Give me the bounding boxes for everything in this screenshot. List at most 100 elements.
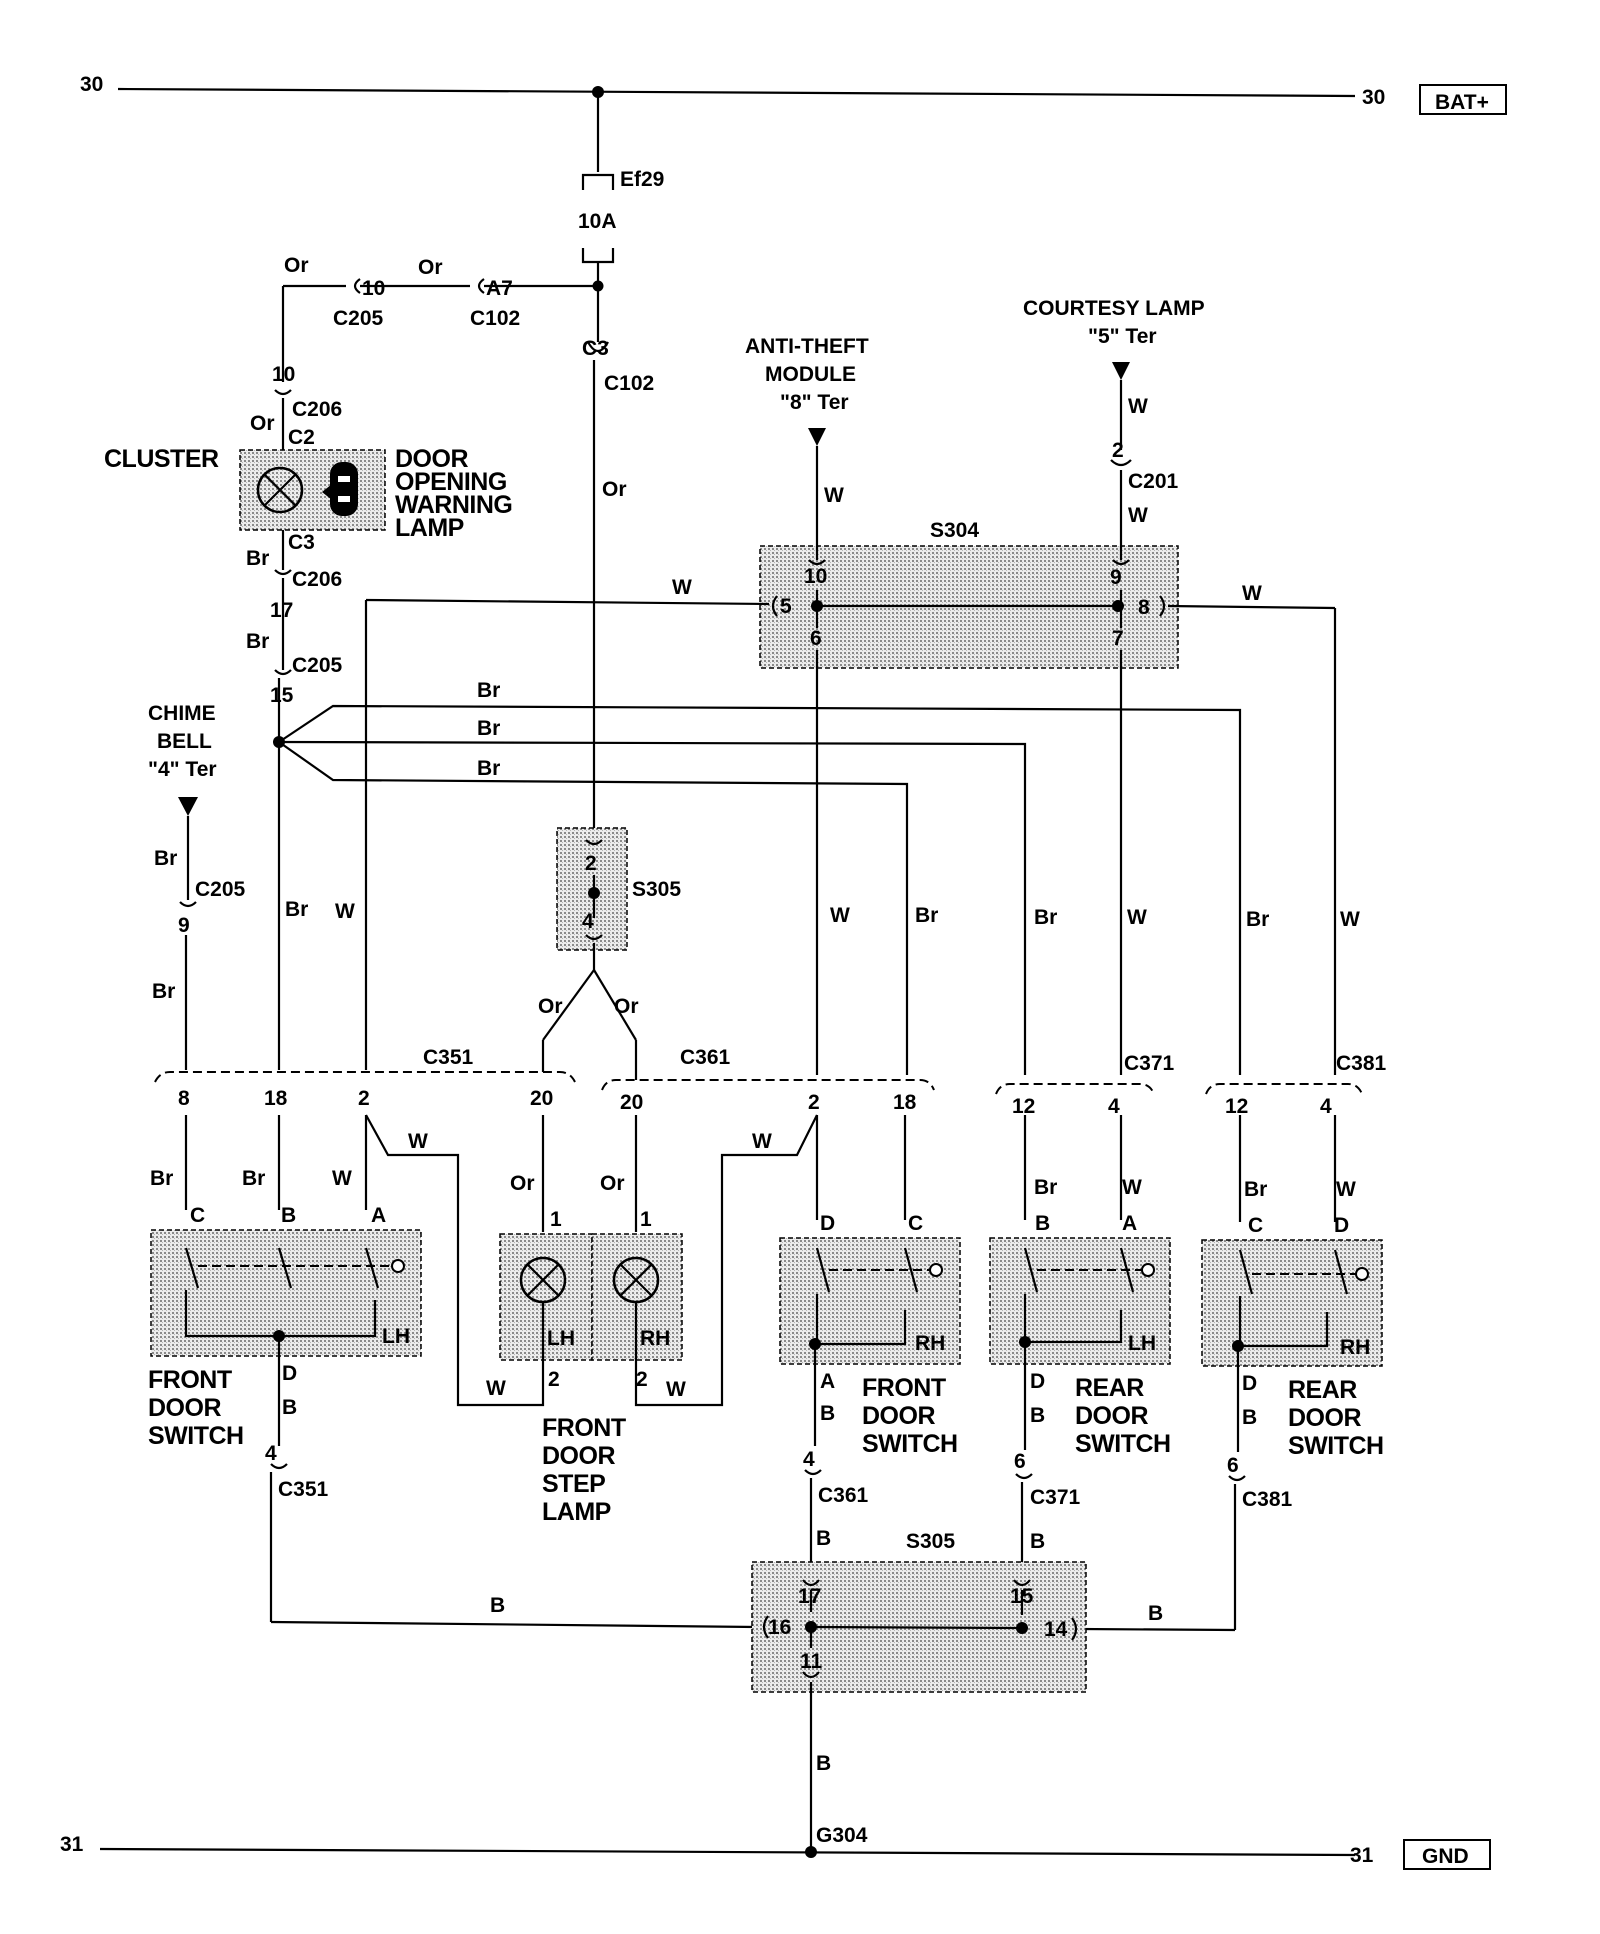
br-label-chime2: Br — [152, 980, 175, 1003]
fdslh-line2: DOOR — [148, 1394, 221, 1422]
c351-pin-18: 18 — [264, 1087, 288, 1110]
b-label-bottom-left: B — [490, 1594, 505, 1617]
c351-b-pin: 4 — [265, 1442, 277, 1465]
br-label-rdslh: Br — [1034, 1176, 1057, 1199]
rdsrh-line1: REAR — [1288, 1376, 1357, 1404]
c102-b-label: C102 — [604, 372, 654, 395]
fuse-rating: 10A — [578, 210, 617, 233]
s305l-p11: 11 — [800, 1650, 823, 1673]
warning-lamp-line3: WARNING — [395, 491, 512, 519]
w-label-fdslh3: W — [332, 1167, 352, 1190]
chime-line2: BELL — [157, 730, 212, 753]
c371-b-pin: 6 — [1014, 1450, 1026, 1473]
w-label-ct1: W — [1128, 395, 1148, 418]
b-label-bottom-right: B — [1148, 1602, 1163, 1625]
c206-pin10: 10 — [272, 363, 295, 386]
c361-b-label: C361 — [818, 1484, 869, 1507]
br-label-fdslh1: Br — [150, 1167, 173, 1190]
anti-theft-line1: ANTI-THEFT — [745, 335, 869, 358]
front-door-switch-lh: W W Br Br W C B A LH D B FRONT DOOR SWIT… — [148, 1114, 757, 1629]
ground-label: G304 — [816, 1824, 868, 1847]
s305-lower-splice: S305 17 15 16 14 11 B G304 — [751, 1530, 1087, 1858]
c201-pin2: 2 — [1112, 439, 1124, 462]
cluster-label: CLUSTER — [104, 445, 219, 473]
chime-arrow-icon — [178, 797, 198, 816]
c361-pin-20: 20 — [620, 1091, 643, 1114]
rdslh-line1: REAR — [1075, 1374, 1144, 1402]
bat-rail-number-right: 30 — [1362, 86, 1385, 109]
s305u-p2: 2 — [585, 852, 597, 875]
c351-pin-2: 2 — [358, 1087, 370, 1110]
s304-p5: 5 — [780, 595, 792, 618]
br-label-rds-rh: Br — [1246, 908, 1269, 931]
s304-splice: S304 ANTI-THEFT MODULE "8" Ter W 10 5 6 … — [364, 297, 1337, 1075]
c361-b-pin: 4 — [803, 1448, 815, 1471]
s304-p10: 10 — [804, 565, 827, 588]
rdslh-term-b: B — [1035, 1212, 1050, 1235]
w-label-top: W — [672, 576, 692, 599]
rdsrh-line3: SWITCH — [1288, 1432, 1384, 1460]
rdsrh-term-d2: D — [1242, 1372, 1257, 1395]
lamp-l-pin2: 2 — [548, 1368, 560, 1391]
step-lamp-lh: LH — [547, 1327, 575, 1350]
or-label-4: Or — [602, 478, 627, 501]
c206-a-label: C206 — [292, 398, 342, 421]
c371-b-label: C371 — [1030, 1486, 1081, 1509]
a7-label: A7 — [486, 277, 513, 300]
s305-upper-dot — [588, 887, 600, 899]
door-open-icon — [330, 462, 358, 516]
fuse-name: Ef29 — [620, 168, 664, 191]
w-label-fds-lh1: W — [408, 1130, 428, 1153]
w-label-at: W — [824, 484, 844, 507]
fdslh-term-b2: B — [282, 1396, 297, 1419]
w-label-rds-rh: W — [1340, 908, 1360, 931]
c3-cluster-label: C3 — [288, 531, 315, 554]
c361-pin-2: 2 — [808, 1091, 820, 1114]
w-label-lamp-r: W — [666, 1378, 686, 1401]
c205-b-label: C205 — [292, 654, 343, 677]
connector-c361: C361 20 2 18 — [601, 1046, 935, 1114]
fdsrh-line3: SWITCH — [862, 1430, 958, 1458]
warning-lamp-line2: OPENING — [395, 468, 507, 496]
courtesy-line2: "5" Ter — [1088, 325, 1157, 348]
br-label-rdsrh: Br — [1244, 1178, 1267, 1201]
c3-label: C3 — [582, 337, 609, 360]
chime-line1: CHIME — [148, 702, 216, 725]
c201-label: C201 — [1128, 470, 1179, 493]
connector-c351: C351 8 18 2 20 — [154, 1046, 576, 1110]
c205-pin9: 9 — [178, 914, 190, 937]
lamp-r-pin1: 1 — [640, 1208, 652, 1231]
fdslh-term-a: A — [371, 1204, 386, 1227]
fdslh-term-b: B — [281, 1204, 296, 1227]
step-lamp-line4: LAMP — [542, 1498, 611, 1526]
w-label-ct2: W — [1128, 504, 1148, 527]
fdslh-term-c: C — [190, 1204, 205, 1227]
rdsrh-rh: RH — [1340, 1336, 1370, 1359]
fdslh-line1: FRONT — [148, 1366, 232, 1394]
cluster-to-chime-junction: Br C206 17 Br C205 15 — [246, 530, 343, 748]
courtesy-line1: COURTESY LAMP — [1023, 297, 1205, 320]
c205-a-label: C205 — [333, 307, 384, 330]
chime-line3: "4" Ter — [148, 758, 217, 781]
rdslh-term-a: A — [1122, 1212, 1137, 1235]
c351-pin-20: 20 — [530, 1087, 553, 1110]
or-vertical-c102: C3 C102 Or — [582, 286, 654, 835]
s305u-p4: 4 — [582, 910, 594, 933]
br-label-chime1: Br — [154, 847, 177, 870]
ground-junction — [805, 1846, 817, 1858]
fdsrh-rh: RH — [915, 1332, 945, 1355]
fdsrh-line2: DOOR — [862, 1402, 935, 1430]
rear-door-switch-rh: Br W C D RH D B REAR DOOR SWITCH 6 C381 … — [1079, 1115, 1384, 1632]
b-label-fdsrh: B — [816, 1527, 831, 1550]
fuse-ef29: Ef29 10A — [578, 92, 664, 292]
b-label-ground: B — [816, 1752, 831, 1775]
w-label-rds-lh: W — [1127, 906, 1147, 929]
c381-b-label: C381 — [1242, 1488, 1293, 1511]
bat-label: BAT+ — [1435, 91, 1489, 114]
or-label-2: Or — [284, 254, 309, 277]
cluster: CLUSTER DOOR OPENING WARNING LAMP C3 — [104, 445, 513, 554]
c2-label: C2 — [288, 426, 315, 449]
br-label-fan3: Br — [477, 757, 500, 780]
s305l-p14: 14 — [1044, 1618, 1068, 1641]
gnd-rail-number-right: 31 — [1350, 1844, 1374, 1867]
